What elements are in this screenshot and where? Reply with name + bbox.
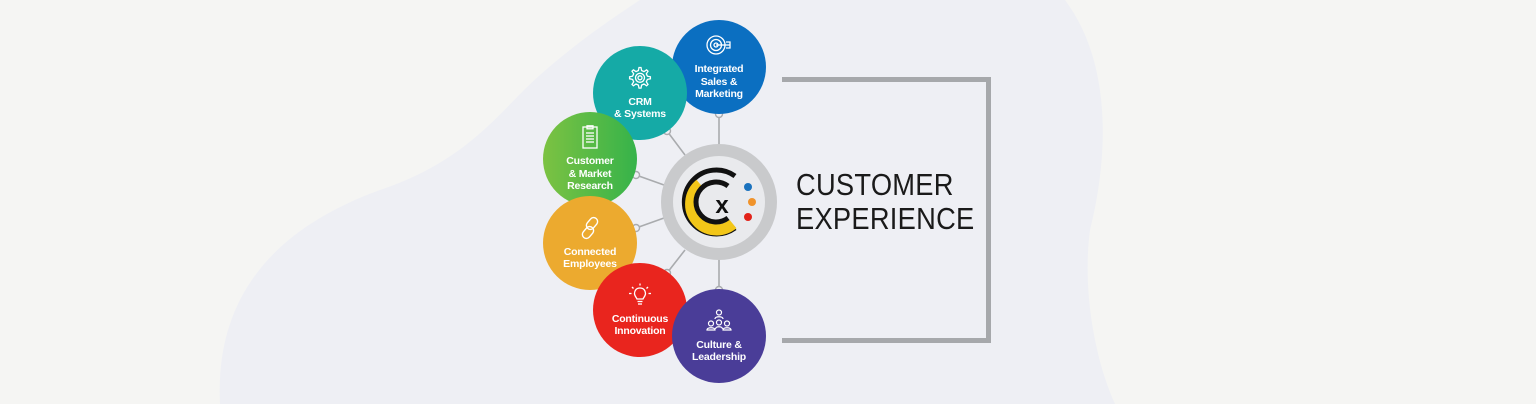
center-logo-ring: x — [661, 144, 777, 260]
target-icon — [706, 35, 731, 55]
gear-icon — [628, 66, 652, 89]
node-label: CRM & Systems — [614, 95, 666, 121]
node-culture-leadership: Culture & Leadership — [672, 289, 766, 383]
center-logo: x — [673, 156, 765, 248]
node-integrated-sales-marketing: Integrated Sales & Marketing — [672, 20, 766, 114]
bracket-frame — [782, 77, 991, 343]
node-label: Culture & Leadership — [691, 338, 747, 364]
node-label: Connected Employees — [563, 245, 617, 271]
node-customer-market-research: Customer & Market Research — [543, 112, 637, 206]
node-label: Continuous Innovation — [611, 312, 669, 338]
diagram-title: CUSTOMER EXPERIENCE — [796, 168, 975, 236]
clipboard-icon — [582, 125, 598, 149]
svg-text:x: x — [715, 192, 729, 219]
node-crm-systems: CRM & Systems — [593, 46, 687, 140]
people-hierarchy-icon — [706, 308, 732, 331]
title-line-1: CUSTOMER — [796, 167, 954, 202]
lightbulb-icon — [629, 283, 651, 305]
node-continuous-innovation: Continuous Innovation — [593, 263, 687, 357]
link-icon — [581, 216, 599, 239]
title-line-2: EXPERIENCE — [796, 201, 975, 236]
node-label: Customer & Market Research — [566, 155, 614, 193]
cx-logo-icon: x — [681, 167, 756, 237]
node-label: Integrated Sales & Marketing — [694, 63, 744, 101]
